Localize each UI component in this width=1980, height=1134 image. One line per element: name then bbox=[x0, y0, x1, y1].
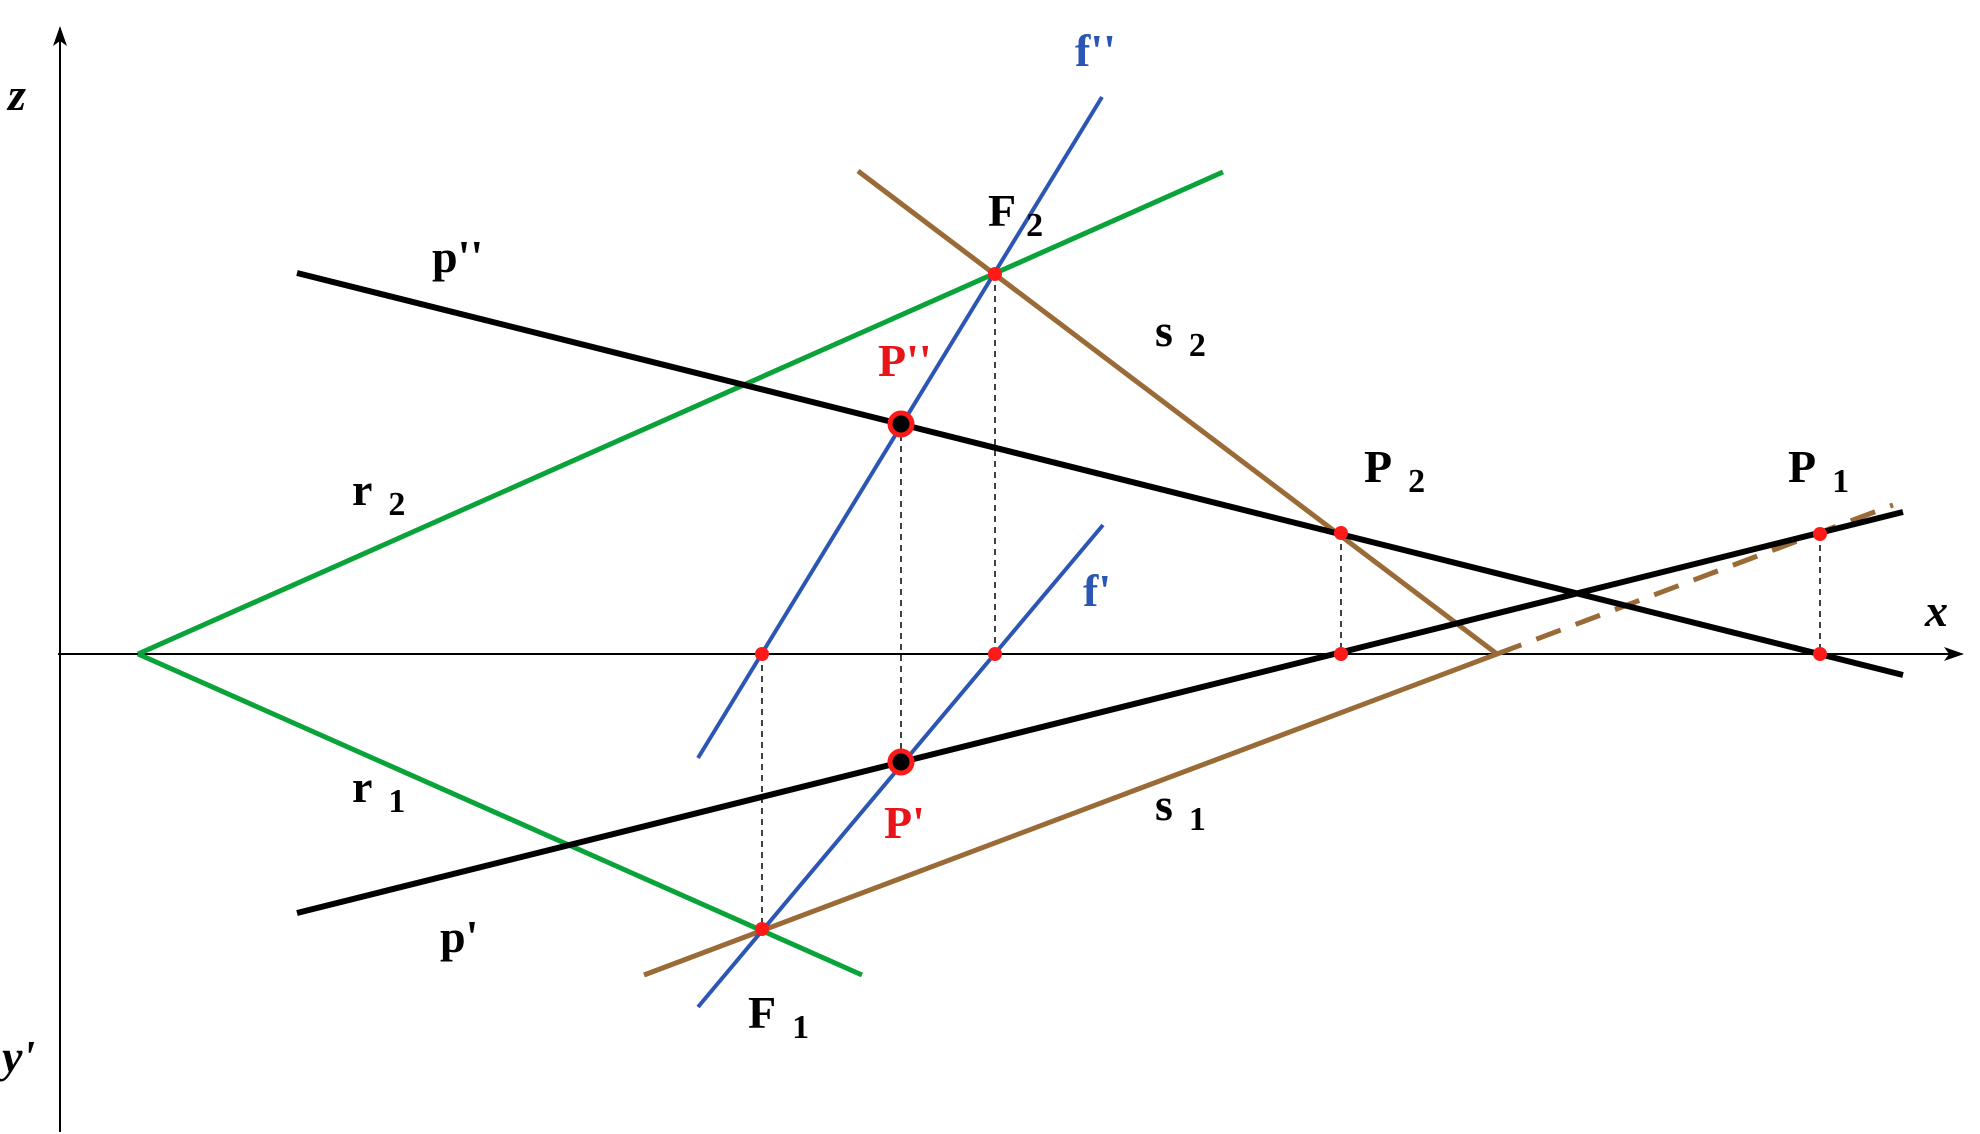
label-r1-sub: 1 bbox=[388, 783, 405, 820]
point-x-F2 bbox=[988, 647, 1002, 661]
label-F2-sub: 2 bbox=[1026, 207, 1043, 244]
label-s2-sub: 2 bbox=[1189, 327, 1206, 364]
point-P2 bbox=[1334, 526, 1348, 540]
point-x-F bbox=[755, 647, 769, 661]
label-F2-main: F bbox=[988, 185, 1016, 236]
point-F2 bbox=[988, 267, 1002, 281]
label-P2-main: P bbox=[1364, 441, 1392, 492]
label-P1: P 1 bbox=[1788, 441, 1849, 500]
label-f-double-prime: f'' bbox=[1075, 25, 1116, 76]
label-s2-main: s bbox=[1155, 305, 1173, 356]
label-P2-sub: 2 bbox=[1408, 463, 1425, 500]
label-P2: P 2 bbox=[1364, 441, 1425, 500]
label-F1-main: F bbox=[748, 987, 776, 1038]
label-P1-main: P bbox=[1788, 441, 1816, 492]
label-s1-sub: 1 bbox=[1189, 801, 1206, 838]
label-r2-sub: 2 bbox=[388, 486, 405, 523]
label-p-prime: p' bbox=[440, 911, 478, 962]
label-s1-main: s bbox=[1155, 779, 1173, 830]
line-s1 bbox=[643, 651, 1498, 978]
line-r1 bbox=[136, 651, 864, 978]
label-F2: F 2 bbox=[988, 185, 1043, 244]
axis-label-y-prime: y' bbox=[0, 1031, 35, 1082]
axis-label-x: x bbox=[1924, 585, 1948, 636]
line-p-prime bbox=[296, 509, 1904, 916]
point-F1 bbox=[755, 922, 769, 936]
point-P-prime bbox=[887, 748, 915, 776]
point-P-double-prime bbox=[887, 410, 915, 438]
line-p-double-prime bbox=[296, 270, 1904, 678]
label-F1: F 1 bbox=[748, 987, 809, 1046]
line-s2 bbox=[856, 169, 1499, 656]
point-x-P1 bbox=[1813, 647, 1827, 661]
label-P-prime: P' bbox=[884, 797, 925, 848]
label-f-prime: f' bbox=[1083, 565, 1111, 616]
label-s2: s 2 bbox=[1155, 305, 1206, 364]
label-s1: s 1 bbox=[1155, 779, 1206, 838]
label-P-double-prime: P'' bbox=[878, 335, 932, 386]
label-F1-sub: 1 bbox=[792, 1009, 809, 1046]
line-r2 bbox=[136, 169, 1225, 657]
label-r2: r 2 bbox=[352, 464, 405, 523]
axis-label-z: z bbox=[6, 69, 26, 120]
label-r1-main: r bbox=[352, 761, 372, 812]
label-P1-sub: 1 bbox=[1832, 463, 1849, 500]
point-P1 bbox=[1813, 527, 1827, 541]
label-r1: r 1 bbox=[352, 761, 405, 820]
point-x-P2 bbox=[1334, 647, 1348, 661]
label-p-double-prime: p'' bbox=[432, 231, 483, 282]
label-r2-main: r bbox=[352, 464, 372, 515]
